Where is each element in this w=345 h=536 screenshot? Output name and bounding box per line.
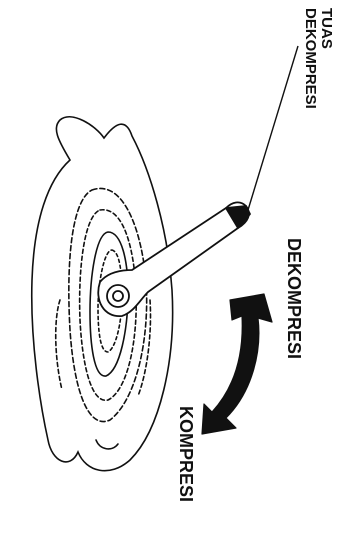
decompression-lever: [98, 202, 250, 316]
label-compression: KOMPRESI: [176, 406, 195, 502]
lever-pivot: [107, 285, 129, 307]
label-lever: TUAS DEKOMPRESI: [303, 8, 335, 109]
leader-line: [248, 46, 298, 210]
label-lever-line2: DEKOMPRESI: [303, 8, 319, 109]
label-lever-line1: TUAS: [318, 8, 334, 109]
label-decompression: DEKOMPRESI: [284, 238, 303, 359]
compression-direction-arrow: [202, 294, 272, 434]
